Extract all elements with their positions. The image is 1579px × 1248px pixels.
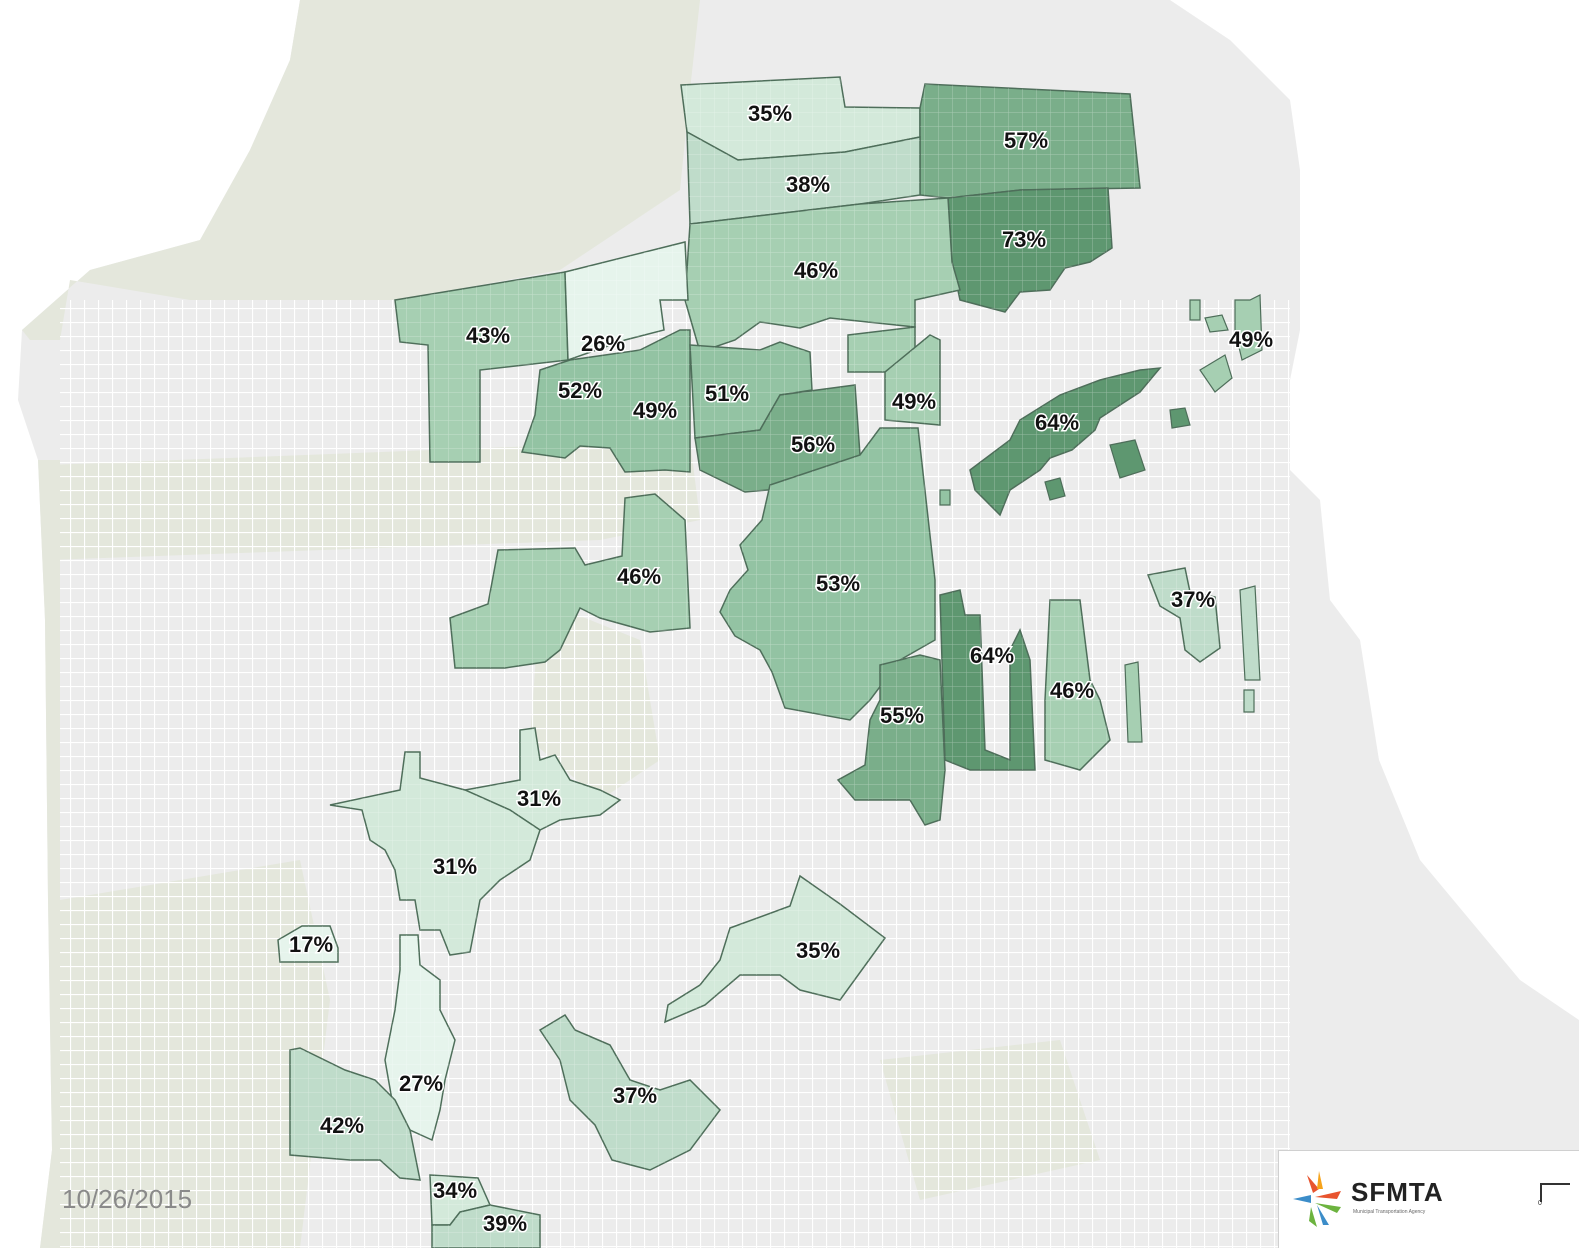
district-streets-d09 [522, 330, 690, 472]
district-label-d23: 17% [289, 932, 333, 957]
district-streets-d04 [948, 188, 1112, 312]
district-block-9 [1239, 585, 1261, 681]
district-block-8 [1124, 661, 1143, 743]
district-label-d25: 27% [399, 1071, 443, 1096]
district-label-d21: 31% [517, 786, 561, 811]
district-block-7 [939, 489, 951, 506]
district-label-d24: 35% [796, 938, 840, 963]
district-block-0 [1189, 299, 1201, 321]
district-label-d15: 46% [617, 564, 661, 589]
district-label-d14: 56% [791, 432, 835, 457]
district-streets-d16 [720, 428, 935, 720]
coast-park [38, 460, 60, 1248]
district-streets-d21 [465, 728, 620, 830]
district-label-d08: 49% [633, 398, 677, 423]
district-streets-d19 [1045, 600, 1110, 770]
district-label-d16: 53% [816, 571, 860, 596]
district-streets-d27 [290, 1048, 420, 1180]
presidio-park [22, 0, 700, 340]
district-streets-d25 [385, 935, 455, 1140]
district-label-d02: 57% [1004, 128, 1048, 153]
district-streets-d14 [695, 385, 860, 492]
district-layer [277, 76, 1263, 1248]
district-label-d20: 55% [880, 703, 924, 728]
district-streets-d12 [885, 335, 940, 425]
district-streets-d18 [940, 590, 1035, 770]
district-block-3 [1199, 354, 1233, 393]
district-streets-d24 [665, 876, 885, 1022]
district-label-d05: 46% [794, 258, 838, 283]
logo-name: SFMTA [1351, 1177, 1444, 1207]
sfmta-logo-icon [1293, 1171, 1341, 1227]
district-streets-d17 [1148, 568, 1220, 662]
district-streets-d22 [330, 752, 540, 955]
district-label-d10: 51% [705, 381, 749, 406]
district-streets-d07 [565, 242, 688, 360]
district-label-d22: 31% [433, 854, 477, 879]
district-label-d17: 37% [1171, 587, 1215, 612]
district-label-d28: 34% [433, 1178, 477, 1203]
district-label-d12: 49% [892, 389, 936, 414]
district-streets-d29 [432, 1205, 540, 1248]
district-label-d07: 26% [581, 331, 625, 356]
district-label-d04: 73% [1002, 227, 1046, 252]
district-streets-d03 [687, 132, 920, 224]
district-streets-d02 [920, 84, 1140, 198]
district-block-2 [1234, 294, 1263, 361]
district-streets-d05 [685, 198, 960, 352]
street-grid [60, 300, 1290, 1248]
district-streets-d06 [395, 272, 568, 462]
district-label-d18: 64% [970, 643, 1014, 668]
district-block-1 [1204, 314, 1229, 333]
sfmta-logo: SFMTA Municipal Transportation Agency [1278, 1150, 1579, 1248]
district-label-d26: 37% [613, 1083, 657, 1108]
district-label-d19: 46% [1050, 678, 1094, 703]
scale-bar [1540, 1183, 1570, 1202]
date-label: 10/26/2015 [62, 1184, 193, 1214]
district-label-d06: 43% [466, 323, 510, 348]
district-streets-d20 [838, 655, 945, 825]
district-label-d01: 35% [748, 101, 792, 126]
district-streets-d13 [970, 368, 1160, 515]
district-block-6 [1169, 407, 1191, 429]
district-streets-d10 [690, 342, 812, 438]
logo-subtitle: Municipal Transportation Agency [1353, 1209, 1426, 1215]
label-layer: 35% 57% 38% 73% 46% 43% 26% 49% 52% 51% 49% 49% 64% 5… [287, 99, 1274, 1237]
district-streets-d23 [278, 926, 338, 962]
district-streets-d01 [681, 77, 920, 160]
district-label-d11: 49% [1229, 327, 1273, 352]
district-block-10 [1243, 689, 1255, 713]
district-streets-d26 [540, 1015, 720, 1170]
scale-zero-label: 0 [1538, 1200, 1542, 1207]
district-label-d13: 64% [1035, 410, 1079, 435]
district-streets-d28 [430, 1175, 490, 1225]
district-label-d27: 42% [320, 1113, 364, 1138]
district-label-d29: 39% [483, 1211, 527, 1236]
district-label-d03: 38% [786, 172, 830, 197]
district-block-4 [1109, 439, 1146, 479]
district-streets-d15 [450, 494, 690, 668]
district-label-d09: 52% [558, 378, 602, 403]
district-block-5 [1044, 477, 1066, 501]
